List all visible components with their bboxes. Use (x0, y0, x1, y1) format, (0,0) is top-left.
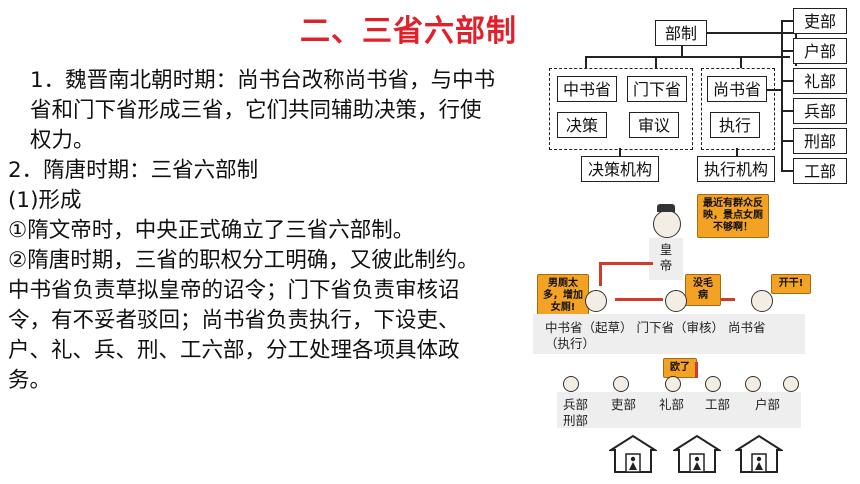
flow-line (695, 362, 698, 378)
official-figure (665, 290, 687, 312)
connector (781, 20, 793, 22)
paragraph-3: (1)形成 (8, 188, 82, 213)
emperor-label-bg (649, 238, 683, 280)
juece-box: 决策 (557, 112, 607, 138)
connector (585, 56, 587, 68)
org-top-box: 部制 (655, 20, 707, 46)
ministry-label: 吏部 (611, 397, 637, 412)
body-text: 1．魏晋南北朝时期：尚书台改称尚书省，与中书省和门下省形成三省，它们共同辅助决策… (8, 66, 496, 396)
ministry-box: 户部 (793, 38, 847, 64)
ministry-label: 刑部 (563, 413, 589, 428)
ministry-figure (613, 376, 629, 392)
shenyi-box: 审议 (629, 112, 679, 138)
ministry-figure (563, 376, 579, 392)
paragraph-5: ②隋唐时期，三省的职权分工明确，又彼此制约。中书省负责草拟皇帝的诏令；门下省负责… (8, 248, 479, 393)
emperor-speech-bubble: 最近有群众反映，景点女厕不够啊！ (697, 194, 769, 238)
connector (585, 56, 790, 58)
paragraph-2: 2．隋唐时期：三省六部制 (8, 158, 259, 183)
menxia-box: 门下省 (627, 76, 687, 102)
connector (736, 148, 738, 156)
three-departments-label: 中书省（起草） 门下省（审核） 尚书省（执行） (545, 320, 766, 351)
juece-jigou-box: 决策机构 (581, 156, 659, 182)
flow-line (615, 298, 663, 301)
connector (781, 80, 793, 82)
ministry-label: 兵部 (563, 397, 589, 412)
ministry-box: 礼部 (793, 68, 847, 94)
zhixing-jigou-box: 执行机构 (697, 156, 775, 182)
ministry-label: 礼部 (659, 397, 685, 412)
connector (781, 140, 793, 142)
toilet-house-icon (609, 434, 657, 473)
connector (655, 56, 657, 68)
paragraph-1: 1．魏晋南北朝时期：尚书台改称尚书省，与中书省和门下省形成三省，它们共同辅助决策… (30, 68, 496, 153)
emperor-hat (657, 204, 675, 212)
connector (781, 110, 793, 112)
ministry-box: 兵部 (793, 98, 847, 124)
toilet-house-icon (673, 434, 721, 473)
three-departments-band (533, 314, 805, 354)
connector (767, 89, 781, 91)
connector (781, 20, 783, 172)
menxia-speech-bubble: 没毛病 (685, 274, 721, 306)
emperor-figure (653, 210, 681, 238)
official-figure (751, 290, 773, 312)
toilet-house-icon (735, 434, 783, 473)
decision-group (549, 68, 693, 150)
ministry-figure (665, 376, 681, 392)
ministry-box: 刑部 (793, 128, 847, 154)
emperor-label: 皇帝 (659, 242, 673, 273)
ministry-figure (745, 376, 761, 392)
six-ministries-band (557, 392, 801, 428)
flow-line (599, 262, 602, 286)
connector (781, 170, 793, 172)
org-chart: 部制 中书省 门下省 尚书省 决策 审议 执行 决策机构 执行机构 吏部 户部 … (545, 8, 860, 190)
paragraph-4: ①隋文帝时，中央正式确立了三省六部制。 (8, 218, 415, 243)
ministry-label: 工部 (705, 397, 731, 412)
official-figure (585, 290, 607, 312)
connector (740, 56, 742, 68)
ministry-box: 工部 (793, 158, 847, 184)
zhongshu-box: 中书省 (557, 76, 617, 102)
connector (619, 148, 621, 156)
shangshu-speech-bubble: 开干! (771, 274, 811, 294)
zhixing-box: 执行 (710, 112, 760, 138)
shangshu-box: 尚书省 (707, 76, 767, 102)
ministry-figure (705, 376, 721, 392)
connector (781, 50, 793, 52)
ministry-speech-bubble: 欧了 (663, 358, 697, 378)
ministry-figure (783, 376, 799, 392)
connector (681, 46, 683, 56)
ministry-label: 户部 (755, 397, 781, 412)
zhongshu-speech-bubble: 男厕太多，增加女厕! (537, 274, 589, 318)
connector (707, 32, 795, 34)
cartoon-illustration: 最近有群众反映，景点女厕不够啊！ 皇帝 男厕太多，增加女厕! 没毛病 开干! 中… (533, 190, 815, 482)
ministry-box: 吏部 (793, 8, 847, 34)
execution-group (701, 68, 775, 150)
flow-line (599, 262, 653, 265)
page-title: 二、三省六部制 (300, 14, 517, 49)
